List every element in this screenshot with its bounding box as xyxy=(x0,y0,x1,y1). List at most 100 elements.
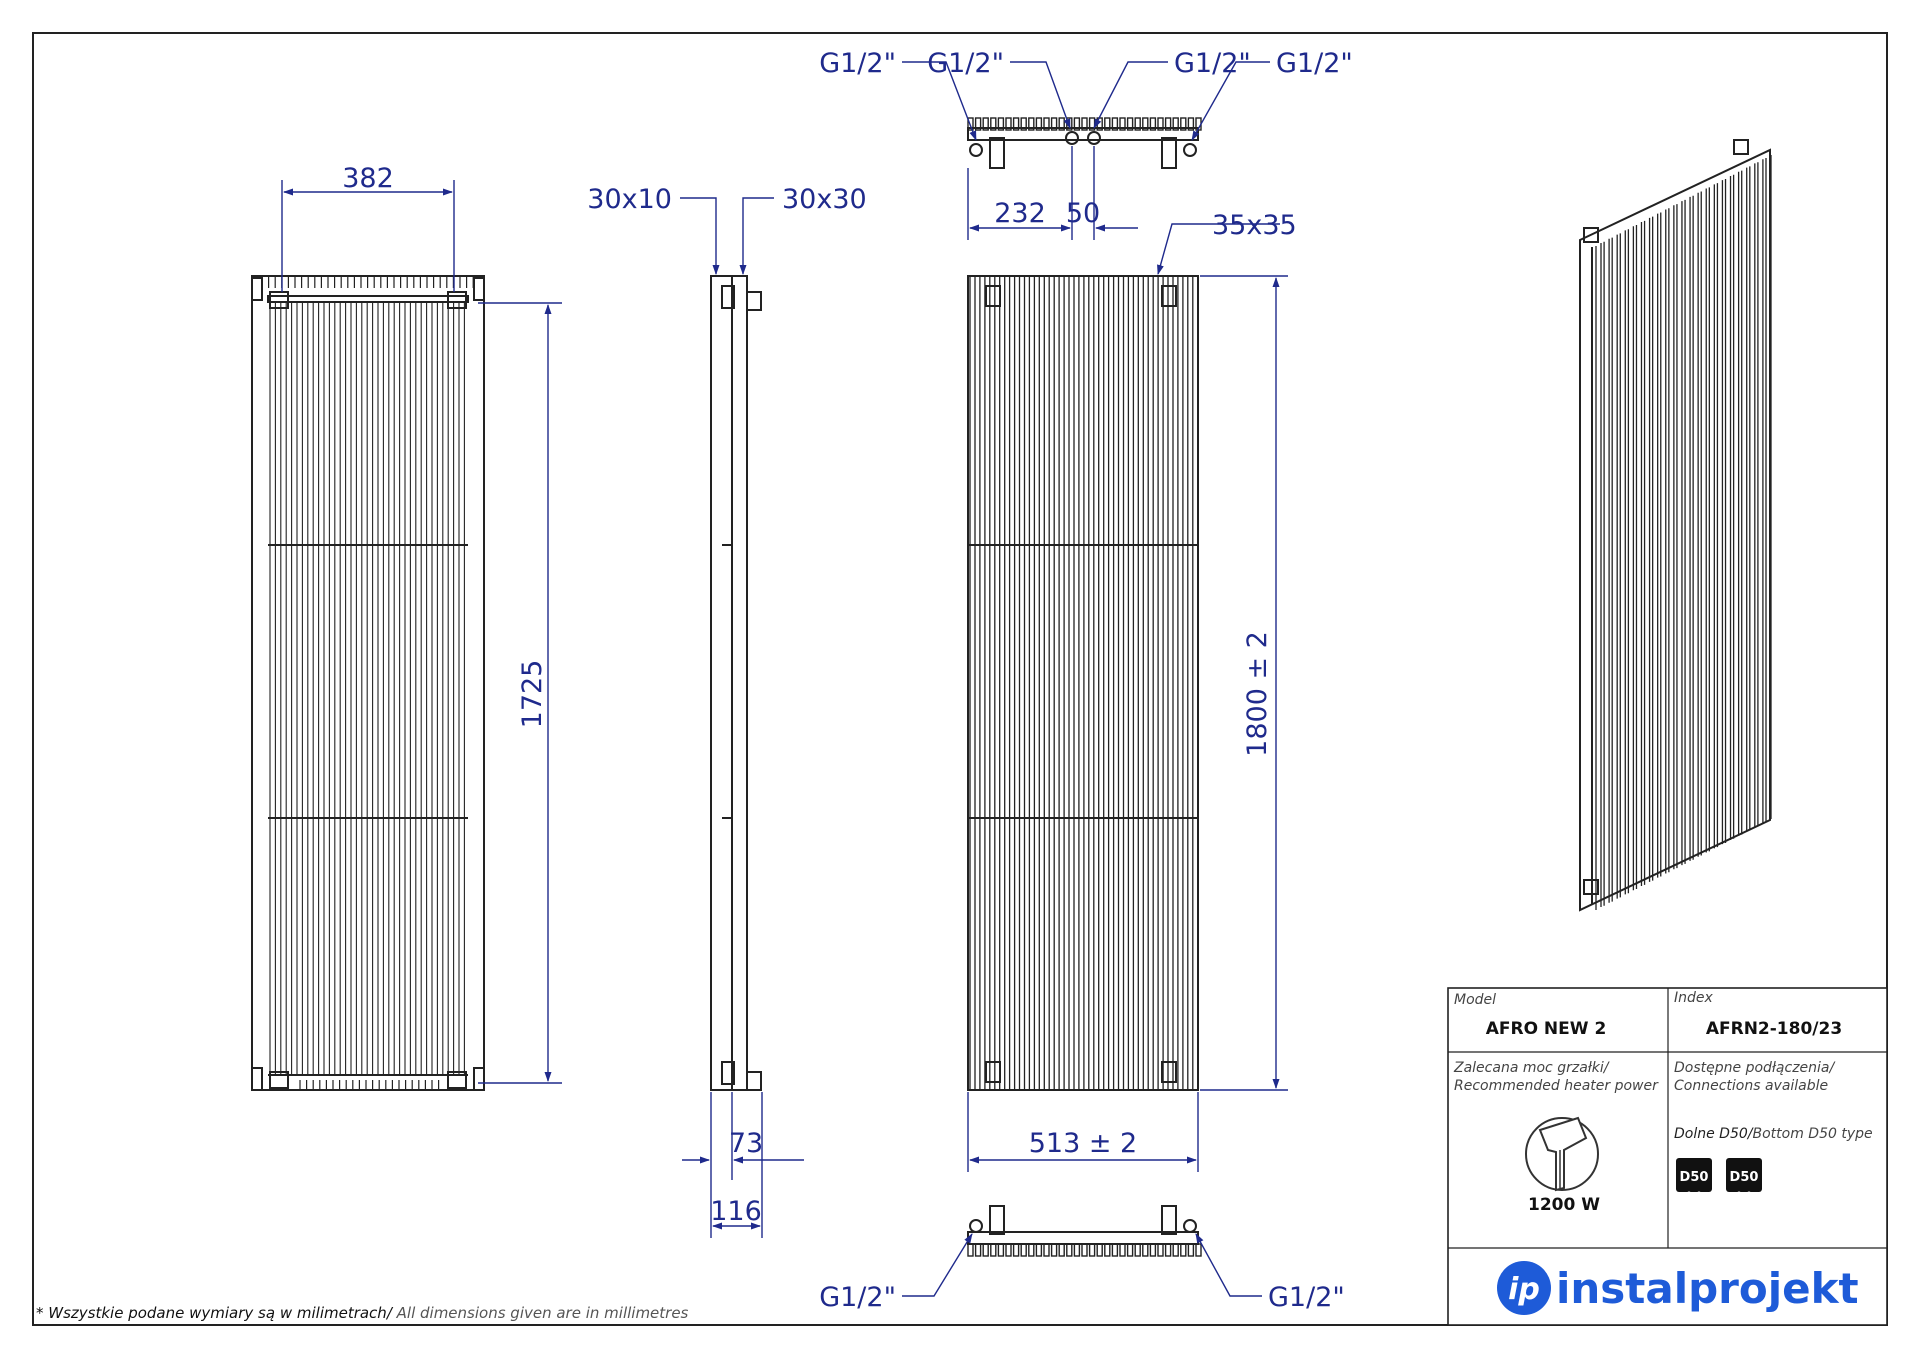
dim-front-height: 1725 xyxy=(517,660,548,729)
rib-tube xyxy=(1005,1243,1012,1257)
rib-tube xyxy=(1081,117,1088,131)
rib-tube xyxy=(1035,117,1043,131)
rib-tube xyxy=(1020,117,1027,131)
label-bottom-connection-2: G1/2" xyxy=(1268,1282,1345,1313)
dim-top-center: 50 xyxy=(1066,198,1100,229)
rib-tube xyxy=(1012,1243,1020,1257)
model-caption: Model xyxy=(1454,992,1496,1008)
rib-tube xyxy=(1180,117,1187,131)
rib-tube xyxy=(982,117,989,131)
svg-text:* Wszystkie podane wymiary są: * Wszystkie podane wymiary są w milimetr… xyxy=(36,1304,689,1322)
rib-tube xyxy=(1180,1243,1187,1257)
index-value: AFRN2-180/23 xyxy=(1706,1019,1842,1039)
rib-tube xyxy=(1119,117,1126,131)
bottom-type-pl: Dolne D50/ xyxy=(1674,1126,1754,1142)
front-view xyxy=(251,275,485,1091)
isometric-view xyxy=(1579,139,1772,912)
rib-tube xyxy=(1043,1243,1050,1257)
isometric-ribs xyxy=(1595,155,1772,910)
brand-name: instalprojekt xyxy=(1556,1264,1859,1313)
rib-tube xyxy=(1111,1243,1119,1257)
rib-tube xyxy=(1149,117,1157,131)
rib-tube xyxy=(967,117,974,131)
top-view xyxy=(967,117,1202,169)
rib-tube xyxy=(1050,1243,1058,1257)
rib-tube xyxy=(1035,1243,1043,1257)
index-caption: Index xyxy=(1674,990,1714,1006)
dim-total-width: 513 ± 2 xyxy=(1029,1128,1138,1159)
rib-tube xyxy=(1164,1243,1172,1257)
footnote-en: All dimensions given are in millimetres xyxy=(392,1304,689,1322)
rib-tube xyxy=(1126,117,1134,131)
rib-tube xyxy=(1005,117,1012,131)
rib-tube xyxy=(982,1243,989,1257)
rib-tube xyxy=(1142,117,1149,131)
svg-text:D50: D50 xyxy=(1680,1170,1709,1185)
rib-tube xyxy=(1149,1243,1157,1257)
label-top-connection-3: G1/2" xyxy=(1174,48,1251,79)
rib-tube xyxy=(990,1243,997,1257)
rib-tube xyxy=(1073,1243,1081,1257)
rib-tube xyxy=(1096,1243,1103,1257)
dim-total-height: 1800 ± 2 xyxy=(1242,631,1273,757)
rib-tube xyxy=(1111,117,1119,131)
rear-view xyxy=(967,275,1199,1091)
heater-caption-en: Recommended heater power xyxy=(1454,1078,1659,1094)
rib-tube xyxy=(1164,117,1172,131)
rib-tube xyxy=(997,1243,1005,1257)
rib-tube xyxy=(1134,117,1141,131)
rib-tube xyxy=(997,117,1005,131)
dim-side-tube-right: 30x30 xyxy=(782,184,867,215)
svg-text:D50: D50 xyxy=(1730,1170,1759,1185)
d50-badge-2: D50 xyxy=(1726,1158,1762,1197)
heater-caption-pl: Zalecana moc grzałki/ xyxy=(1453,1060,1610,1076)
rib-tube xyxy=(1187,117,1195,131)
rib-tube xyxy=(1020,1243,1027,1257)
rib-tube xyxy=(1172,117,1179,131)
rib-tube xyxy=(1119,1243,1126,1257)
rib-tube xyxy=(974,117,982,131)
rib-tube xyxy=(1126,1243,1134,1257)
rib-tube xyxy=(1050,117,1058,131)
front-ribs xyxy=(261,276,474,1090)
rib-tube xyxy=(1066,1243,1073,1257)
rear-ribs xyxy=(969,276,1194,1090)
rib-tube xyxy=(1187,1243,1195,1257)
brand-logo-mark: ip xyxy=(1508,1272,1540,1307)
heater-value: 1200 W xyxy=(1528,1195,1600,1215)
dim-side-depth-large: 116 xyxy=(710,1196,762,1227)
dim-front-width: 382 xyxy=(342,163,394,194)
dim-side-depth-small: 73 xyxy=(729,1128,763,1159)
rib-tube xyxy=(1043,117,1050,131)
heater-icon xyxy=(1525,1116,1599,1192)
rib-tube xyxy=(1073,117,1081,131)
rib-tube xyxy=(1142,1243,1149,1257)
rib-tube xyxy=(1172,1243,1179,1257)
rib-tube xyxy=(1157,1243,1164,1257)
drawing-frame xyxy=(32,32,1888,1326)
rib-tube xyxy=(1195,1243,1202,1257)
rib-tube xyxy=(990,117,997,131)
rib-tube xyxy=(1157,117,1164,131)
connections-caption-en: Connections available xyxy=(1674,1078,1828,1094)
rib-tube xyxy=(1028,117,1035,131)
title-block: Model AFRO NEW 2 Index AFRN2-180/23 Zale… xyxy=(1447,987,1888,1326)
bottom-ribs xyxy=(967,1243,1202,1257)
label-top-connection-4: G1/2" xyxy=(1276,48,1353,79)
dim-top-spacing: 232 xyxy=(994,198,1046,229)
rib-tube xyxy=(1104,1243,1111,1257)
brand-logo: ip instalprojekt xyxy=(1497,1261,1859,1315)
side-view xyxy=(710,275,762,1091)
svg-text:Dolne D50/Bottom D50 type: Dolne D50/Bottom D50 type xyxy=(1674,1126,1873,1142)
label-bottom-connection-1: G1/2" xyxy=(819,1282,896,1313)
footnote-pl: * Wszystkie podane wymiary są w milimetr… xyxy=(36,1304,394,1322)
label-top-connection-2: G1/2" xyxy=(927,48,1004,79)
rib-tube xyxy=(1134,1243,1141,1257)
model-value: AFRO NEW 2 xyxy=(1486,1019,1607,1039)
rib-tube xyxy=(1088,1243,1096,1257)
rib-tube xyxy=(1012,117,1020,131)
d50-badge-1: D50 xyxy=(1676,1158,1712,1197)
dim-tube-section: 35x35 xyxy=(1212,210,1297,241)
dim-side-tube-left: 30x10 xyxy=(587,184,672,215)
